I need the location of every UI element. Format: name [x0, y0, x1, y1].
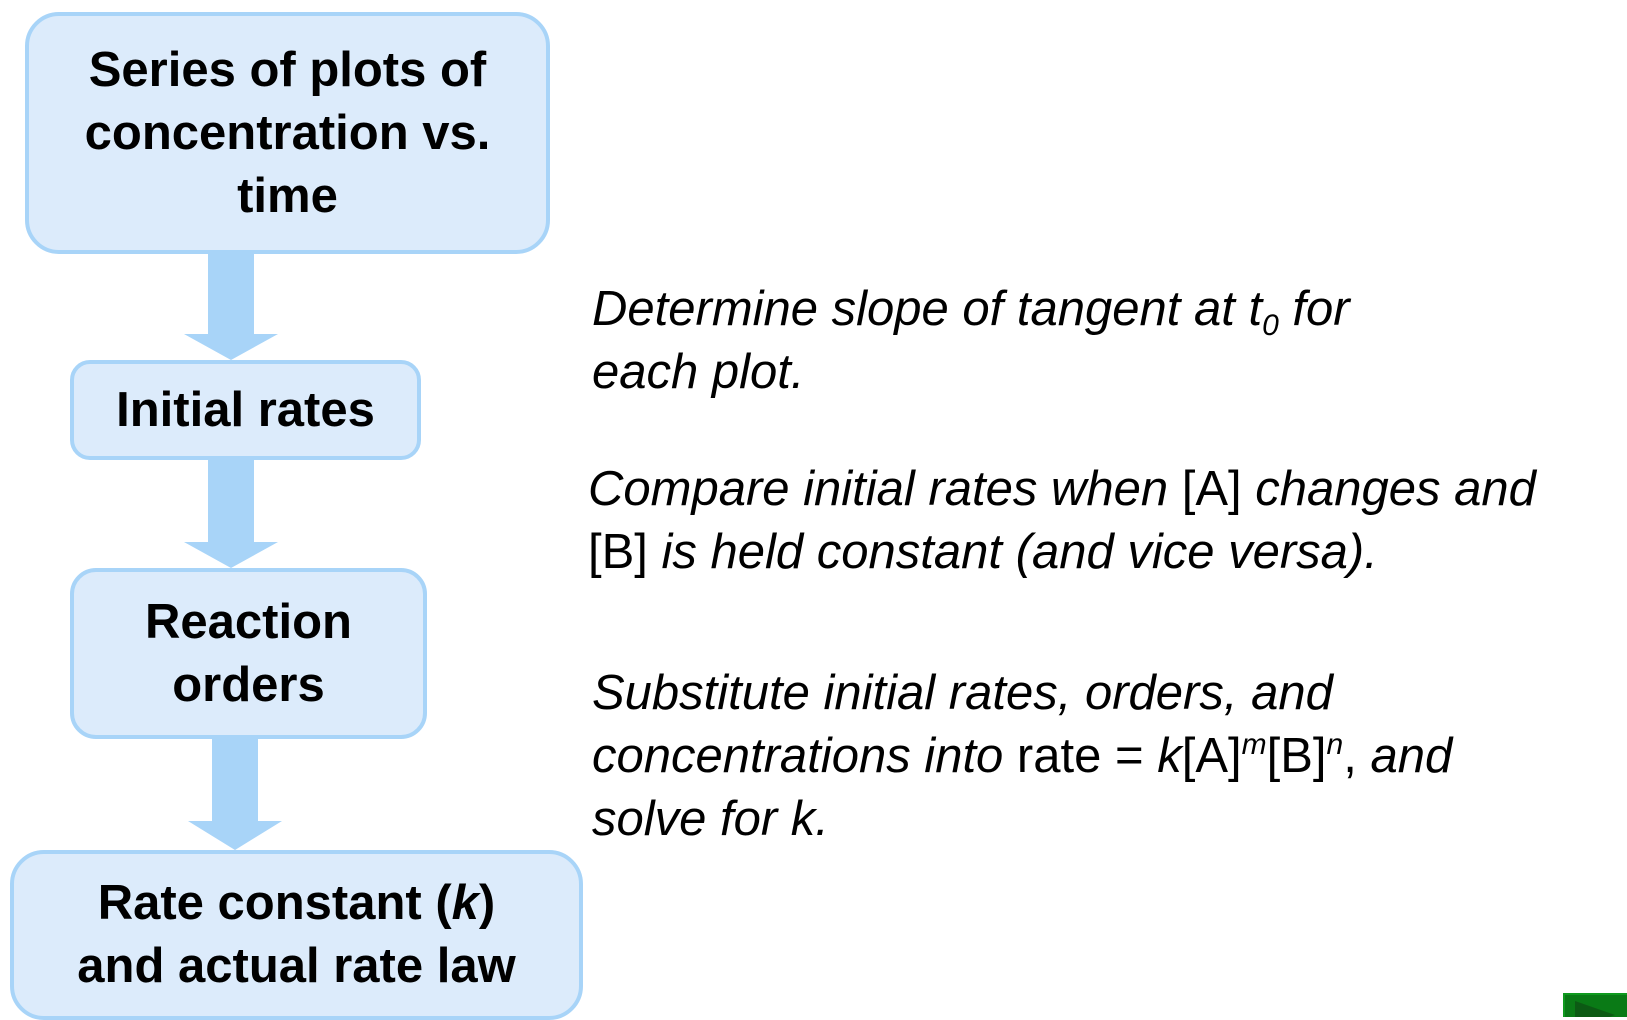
step-text: and actual rate law: [77, 939, 516, 993]
exponent-m: m: [1241, 728, 1267, 761]
comma: ,: [1343, 729, 1357, 783]
exponent-n: n: [1326, 728, 1344, 761]
step-text-part: ): [478, 876, 496, 930]
note-text: Determine slope of tangent at t: [592, 282, 1263, 336]
next-slide-button[interactable]: [1563, 993, 1627, 1017]
note-determine-slope: Determine slope of tangent at t0 for eac…: [592, 278, 1350, 404]
note-text: Compare initial rates when: [588, 462, 1182, 516]
note-substitute: Substitute initial rates, orders, and co…: [592, 662, 1452, 851]
k-symbol: k: [1157, 729, 1182, 783]
step-text: orders: [172, 657, 325, 712]
subscript: 0: [1262, 309, 1279, 342]
down-arrow-icon: [188, 739, 282, 850]
step-text: Reaction: [145, 594, 352, 649]
note-text: solve for k.: [592, 792, 829, 846]
flow-step-reaction-orders: Reaction orders: [70, 568, 427, 739]
note-text: each plot.: [592, 345, 805, 399]
step-text-part: Rate constant (: [97, 876, 452, 930]
flow-step-initial-rates: Initial rates: [70, 360, 421, 460]
note-text: concentrations into: [592, 729, 1017, 783]
conc-b: [B]: [1266, 729, 1327, 783]
step-text: concentration vs.: [84, 105, 491, 160]
flow-step-plots: Series of plots of concentration vs. tim…: [25, 12, 550, 254]
note-text: for: [1278, 282, 1350, 336]
step-text: Initial rates: [116, 382, 375, 437]
conc-a: [A]: [1181, 462, 1242, 516]
note-text: changes and: [1241, 462, 1536, 516]
flow-step-rate-constant: Rate constant (k) and actual rate law: [10, 850, 583, 1020]
rate-equation: rate =: [1016, 729, 1158, 783]
step-text: Rate constant (k): [77, 872, 515, 935]
down-arrow-icon: [184, 460, 278, 568]
step-text: Series of plots of: [88, 42, 487, 97]
down-arrow-icon: [184, 254, 278, 360]
note-compare-rates: Compare initial rates when [A] changes a…: [588, 458, 1536, 584]
conc-a: [A]: [1181, 729, 1242, 783]
next-slide-icon: [1575, 1001, 1615, 1017]
step-text: time: [237, 168, 338, 223]
conc-b: [B]: [588, 525, 648, 579]
note-text: Substitute initial rates, orders, and: [592, 666, 1333, 720]
note-text: is held constant (and vice versa).: [647, 525, 1378, 579]
k-symbol: k: [451, 876, 479, 930]
note-text: and: [1356, 729, 1453, 783]
